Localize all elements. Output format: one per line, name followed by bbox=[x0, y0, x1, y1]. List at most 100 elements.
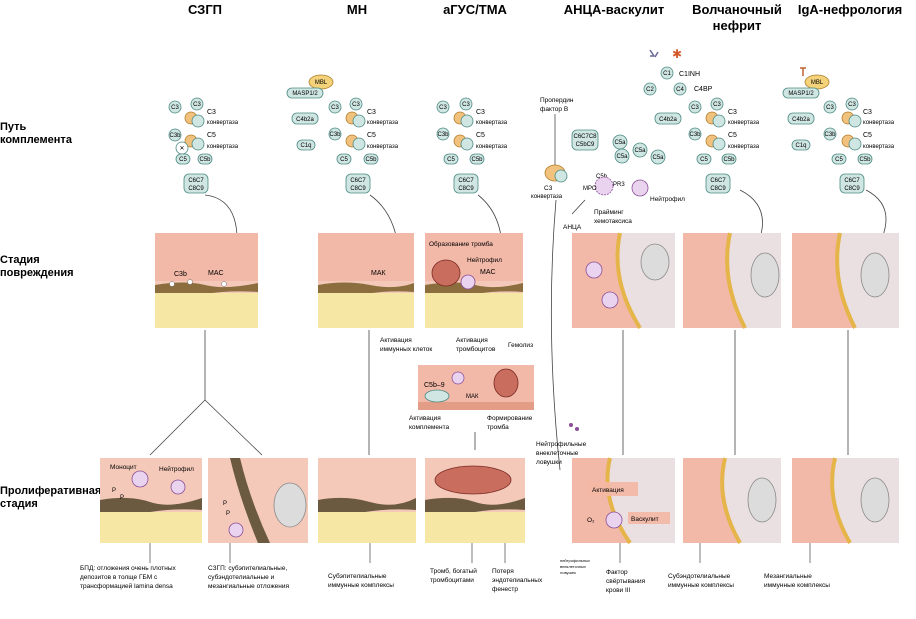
svg-text:P: P bbox=[112, 488, 116, 494]
svg-text:Пропердин: Пропердин bbox=[540, 97, 574, 104]
svg-text:конвертаза: конвертаза bbox=[863, 144, 895, 150]
svg-text:C3b: C3b bbox=[329, 132, 341, 138]
svg-text:конвертаза: конвертаза bbox=[367, 144, 399, 150]
svg-text:C4b2a: C4b2a bbox=[792, 117, 810, 123]
svg-text:C5: C5 bbox=[476, 132, 485, 139]
svg-text:тромбоцитов: тромбоцитов bbox=[456, 345, 496, 353]
svg-text:C3: C3 bbox=[352, 102, 360, 108]
row-header-injury-2: повреждения bbox=[0, 267, 74, 279]
svg-text:ловушек: ловушек bbox=[560, 570, 576, 575]
column-header-ahus: аГУС/ТМА bbox=[443, 2, 507, 17]
svg-text:C5a: C5a bbox=[634, 148, 646, 154]
svg-text:C3: C3 bbox=[331, 105, 339, 111]
prolif-panel-iga bbox=[792, 457, 899, 545]
svg-text:C3b: C3b bbox=[174, 271, 187, 278]
svg-text:C5: C5 bbox=[367, 132, 376, 139]
svg-text:C4BP: C4BP bbox=[694, 86, 713, 93]
injury-panel-iga bbox=[792, 232, 899, 329]
column-header-lupus-2: нефрит bbox=[713, 18, 762, 33]
svg-text:C8C9: C8C9 bbox=[188, 186, 204, 192]
svg-text:Субэндотелиальные: Субэндотелиальные bbox=[668, 572, 731, 580]
prolif-panel-anca: Активация Васкулит O₂ bbox=[572, 457, 675, 545]
column-header-anca: АНЦА-васкулит bbox=[564, 2, 664, 17]
injury-panel-ahus: Образование тромба Нейтрофил MAC bbox=[425, 233, 523, 328]
svg-text:C8C9: C8C9 bbox=[844, 186, 860, 192]
injury-panel-anca bbox=[572, 232, 675, 330]
column-header-c3g: СЗГП bbox=[188, 2, 222, 17]
svg-text:иммунные комплексы: иммунные комплексы bbox=[764, 582, 830, 589]
svg-text:C1q: C1q bbox=[300, 143, 311, 149]
svg-text:C5: C5 bbox=[728, 132, 737, 139]
svg-text:MASP1/2: MASP1/2 bbox=[292, 91, 318, 97]
svg-text:C3: C3 bbox=[439, 105, 447, 111]
svg-text:C6C7: C6C7 bbox=[188, 178, 204, 184]
svg-text:иммунных клеток: иммунных клеток bbox=[380, 346, 432, 353]
svg-text:MASP1/2: MASP1/2 bbox=[788, 91, 814, 97]
svg-text:конвертаза: конвертаза bbox=[476, 120, 508, 126]
svg-text:Активация: Активация bbox=[592, 487, 624, 494]
svg-text:конвертаза: конвертаза bbox=[207, 120, 239, 126]
svg-text:C5: C5 bbox=[447, 157, 455, 163]
svg-text:Потеря: Потеря bbox=[492, 568, 514, 575]
column-header-mn: МН bbox=[347, 2, 367, 17]
svg-text:MAC: MAC bbox=[208, 270, 224, 277]
svg-text:C3: C3 bbox=[728, 109, 737, 116]
svg-text:конвертаза: конвертаза bbox=[728, 144, 760, 150]
svg-text:Активация: Активация bbox=[409, 415, 441, 422]
svg-text:Гемолиз: Гемолиз bbox=[508, 342, 533, 349]
svg-text:фенестр: фенестр bbox=[492, 586, 518, 593]
svg-text:C8C9: C8C9 bbox=[710, 186, 726, 192]
ahus-detail-panel: C5b–9 МАК Активация иммунных клеток Акти… bbox=[380, 337, 534, 450]
svg-text:свёртывания: свёртывания bbox=[606, 578, 646, 585]
svg-text:МРО: МРО bbox=[583, 186, 597, 192]
svg-text:конвертаза: конвертаза bbox=[207, 144, 239, 150]
svg-text:Активация: Активация bbox=[456, 337, 488, 344]
branch-arrows bbox=[149, 330, 849, 456]
svg-text:мезангиальные отложения: мезангиальные отложения bbox=[208, 583, 290, 590]
prolif-panel-bdd: Моноцит Нейтрофил P P bbox=[100, 458, 202, 543]
svg-text:Нейтрофил: Нейтрофил bbox=[159, 465, 194, 473]
svg-text:C6C7: C6C7 bbox=[710, 178, 726, 184]
svg-text:конвертаза: конвертаза bbox=[531, 194, 563, 200]
prolif-panel-c3gn: P P bbox=[208, 458, 308, 543]
svg-text:C5: C5 bbox=[700, 157, 708, 163]
svg-text:эндотелиальных: эндотелиальных bbox=[492, 577, 543, 584]
svg-text:C2: C2 bbox=[646, 87, 654, 93]
svg-text:внеклеточные: внеклеточные bbox=[536, 450, 579, 457]
svg-text:P: P bbox=[226, 511, 230, 517]
svg-text:C6C7: C6C7 bbox=[458, 178, 474, 184]
svg-text:крови III: крови III bbox=[606, 587, 631, 594]
svg-text:C3: C3 bbox=[476, 109, 485, 116]
svg-text:Нейтрофильные: Нейтрофильные bbox=[536, 440, 587, 448]
svg-text:комплемента: комплемента bbox=[409, 424, 450, 431]
svg-text:C5b–9: C5b–9 bbox=[424, 382, 445, 389]
svg-text:✕: ✕ bbox=[179, 146, 184, 152]
svg-text:MBL: MBL bbox=[315, 80, 328, 86]
svg-text:C5b: C5b bbox=[199, 157, 211, 163]
svg-text:C5a: C5a bbox=[652, 155, 664, 161]
svg-text:Образование тромба: Образование тромба bbox=[429, 240, 493, 248]
svg-text:C5b: C5b bbox=[471, 157, 483, 163]
pathway-cluster-mn: MBL MASP1/2 C4b2a C1q C3 C3 C3b C3 конве… bbox=[286, 74, 399, 194]
svg-text:P: P bbox=[223, 501, 227, 507]
svg-text:MAC: MAC bbox=[480, 269, 496, 276]
svg-text:C3: C3 bbox=[691, 105, 699, 111]
svg-text:Нейтрофил: Нейтрофил bbox=[467, 256, 502, 264]
svg-text:Нейтрофил: Нейтрофил bbox=[650, 195, 685, 203]
row-header-injury-1: Стадия bbox=[0, 254, 40, 266]
svg-text:трансформацией lamina densa: трансформацией lamina densa bbox=[80, 582, 173, 590]
svg-text:C6C7C8: C6C7C8 bbox=[573, 134, 597, 140]
svg-text:C3b: C3b bbox=[169, 133, 181, 139]
pathway-cluster-lupus: ✱ C1 C1INH C2 C4 C4BP C4b2a C3 C3 C3b C3… bbox=[643, 47, 760, 194]
svg-text:депозитов в толще ГБМ с: депозитов в толще ГБМ с bbox=[80, 574, 158, 581]
prolif-panel-mn bbox=[318, 458, 416, 543]
row-header-prolif-1: Пролиферативная bbox=[0, 485, 101, 497]
pathway-to-injury-arrows bbox=[204, 189, 887, 471]
svg-text:✱: ✱ bbox=[672, 47, 682, 61]
svg-text:Активация: Активация bbox=[380, 337, 412, 344]
svg-text:C5: C5 bbox=[863, 132, 872, 139]
svg-text:C5b: C5b bbox=[723, 157, 735, 163]
svg-text:C3: C3 bbox=[171, 105, 179, 111]
svg-text:PR3: PR3 bbox=[613, 182, 625, 188]
